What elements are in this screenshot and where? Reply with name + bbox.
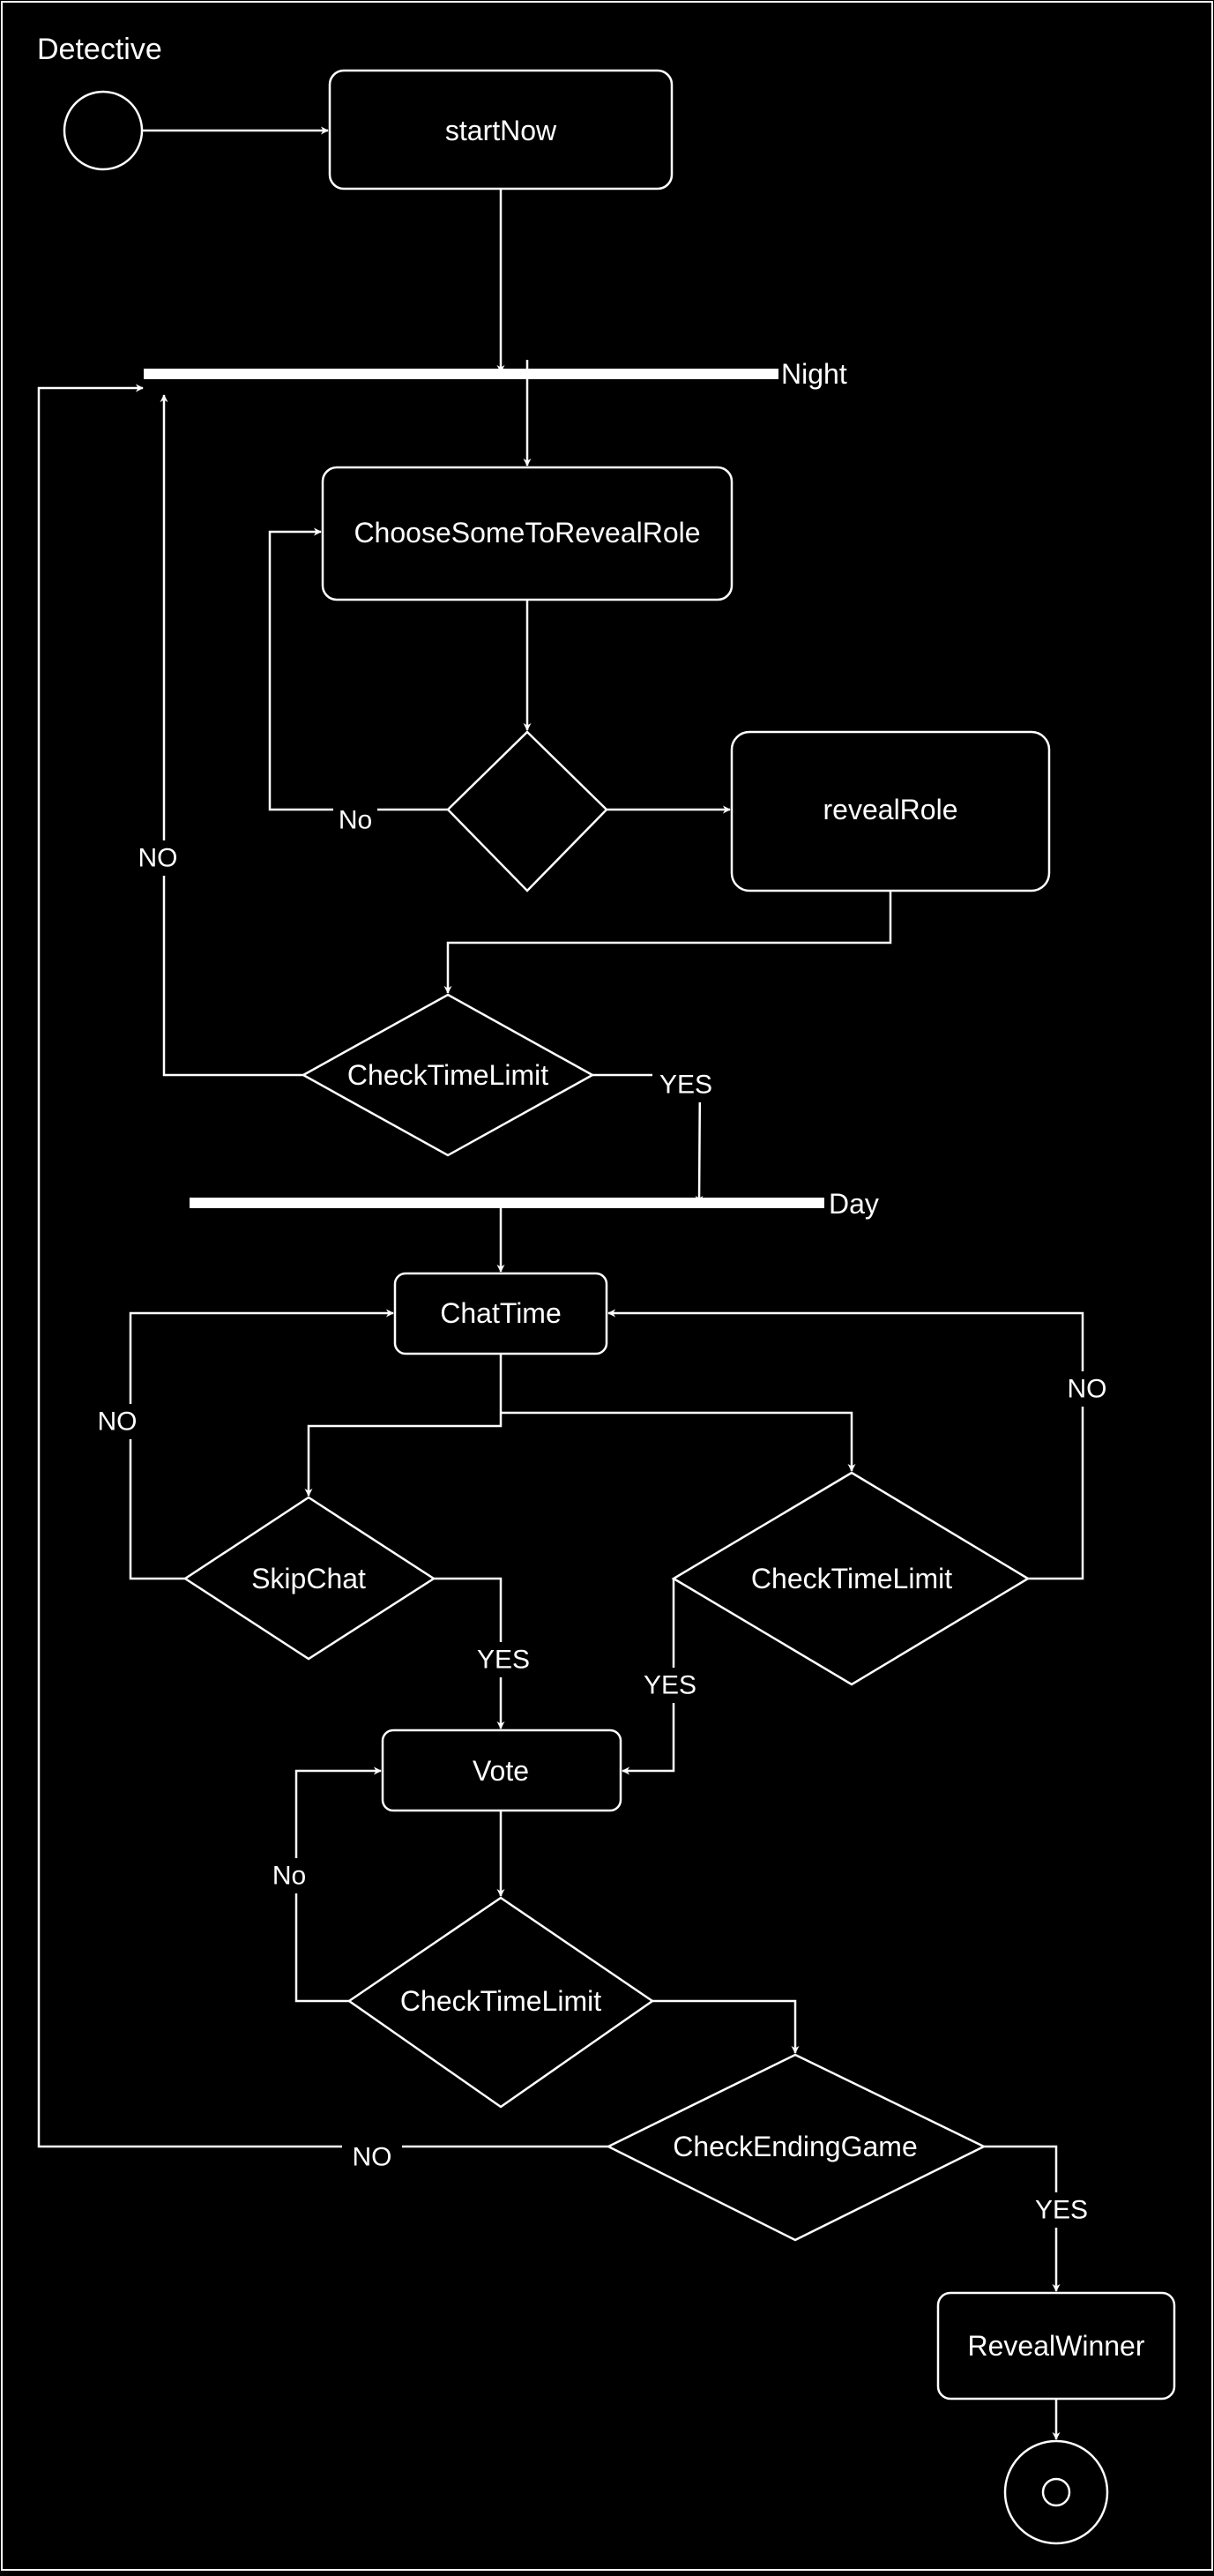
skipchat-shape bbox=[182, 1496, 436, 1661]
edge-checktime-no-to-chattime bbox=[607, 1309, 1084, 1580]
chattime-label: ChatTime bbox=[440, 1297, 562, 1329]
chat-no-label: NO bbox=[1068, 1375, 1107, 1404]
ending-no-label: NO bbox=[353, 2143, 392, 2172]
node-check-ending: CheckEndingGame bbox=[606, 2053, 987, 2242]
chattime-shape bbox=[393, 1272, 608, 1355]
initial-node bbox=[63, 90, 144, 171]
node-choose-reveal: ChooseSomeToRevealRole bbox=[321, 466, 734, 601]
node-vote: Vote bbox=[381, 1729, 622, 1812]
diagram-title: Detective bbox=[37, 33, 162, 66]
edge-checktime-yes-to-vote bbox=[622, 1579, 675, 1775]
night-no-label: NO bbox=[138, 844, 178, 873]
checktime-vote-label: CheckTimeLimit bbox=[400, 1985, 601, 2017]
label-bg bbox=[264, 1858, 314, 1893]
checktime-vote-shape bbox=[346, 1896, 655, 2109]
node-checktime-vote: CheckTimeLimit bbox=[346, 1896, 655, 2109]
final-node-inner bbox=[1041, 2477, 1071, 2507]
label-bg bbox=[470, 1642, 537, 1677]
label-bg bbox=[637, 1668, 704, 1703]
vote-label: Vote bbox=[473, 1755, 529, 1787]
edge-checktime-no-to-night bbox=[160, 394, 303, 1077]
reveal-role-shape bbox=[730, 730, 1051, 892]
night-yes-label: YES bbox=[659, 1071, 712, 1100]
skip-yes-label: YES bbox=[477, 1646, 530, 1675]
node-reveal-role: revealRole bbox=[730, 730, 1051, 892]
chat-yes-label: YES bbox=[644, 1671, 696, 1700]
final-node bbox=[1003, 2439, 1109, 2545]
node-startnow: startNow bbox=[328, 69, 674, 190]
vote-no-label: No bbox=[272, 1862, 306, 1891]
night-label: Night bbox=[781, 358, 847, 390]
checktime-night-label: CheckTimeLimit bbox=[347, 1059, 548, 1091]
checktime-chat-label: CheckTimeLimit bbox=[751, 1563, 952, 1594]
checktime-chat-shape bbox=[671, 1471, 1031, 1686]
reveal-decision-node bbox=[446, 730, 608, 892]
edge-chattime-to-skipchat bbox=[304, 1354, 503, 1497]
checktime-night-shape bbox=[301, 993, 595, 1157]
skipchat-label: SkipChat bbox=[251, 1563, 366, 1594]
edge-labels: No NO YES NO YES NO YES No NO YES bbox=[92, 803, 1118, 2228]
edge-checktime-to-ending bbox=[652, 1999, 800, 2054]
edge-chattime-to-checktime bbox=[501, 1411, 856, 1472]
edge-skipchat-yes-to-vote bbox=[434, 1577, 505, 1729]
vote-shape bbox=[381, 1729, 622, 1812]
edge-reveal-to-checktime bbox=[443, 891, 892, 994]
edges bbox=[37, 126, 1084, 2440]
check-ending-label: CheckEndingGame bbox=[673, 2131, 917, 2162]
label-bg bbox=[92, 1404, 155, 1439]
check-ending-shape bbox=[606, 2053, 987, 2242]
choose-no-label: No bbox=[339, 806, 372, 835]
startnow-shape bbox=[328, 69, 674, 190]
label-bg bbox=[652, 1067, 719, 1102]
node-skipchat: SkipChat bbox=[182, 1496, 436, 1661]
node-checktime-chat: CheckTimeLimit bbox=[671, 1471, 1031, 1686]
edge-ending-no-to-night bbox=[37, 384, 608, 2148]
edge-skipchat-no-loop bbox=[129, 1309, 394, 1580]
skip-no-label: NO bbox=[98, 1407, 138, 1437]
label-bg bbox=[1028, 2192, 1095, 2228]
day-fork-bar bbox=[190, 1198, 824, 1208]
label-bg bbox=[333, 803, 377, 838]
ending-yes-label: YES bbox=[1035, 2196, 1088, 2225]
night-fork-bar bbox=[144, 369, 778, 379]
node-reveal-winner: RevealWinner bbox=[936, 2291, 1176, 2401]
choose-reveal-shape bbox=[321, 466, 734, 601]
choose-reveal-label: ChooseSomeToRevealRole bbox=[354, 517, 700, 549]
label-bg bbox=[1054, 1371, 1118, 1407]
day-label: Day bbox=[829, 1188, 879, 1220]
startnow-label: startNow bbox=[445, 115, 557, 146]
label-bg bbox=[342, 2139, 402, 2175]
reveal-winner-label: RevealWinner bbox=[968, 2330, 1145, 2362]
label-bg bbox=[132, 840, 196, 876]
reveal-role-label: revealRole bbox=[823, 794, 958, 825]
edge-ending-yes-to-winner bbox=[984, 2145, 1061, 2292]
node-chattime: ChatTime bbox=[393, 1272, 608, 1355]
reveal-winner-shape bbox=[936, 2291, 1176, 2401]
node-checktime-night: CheckTimeLimit bbox=[301, 993, 595, 1157]
